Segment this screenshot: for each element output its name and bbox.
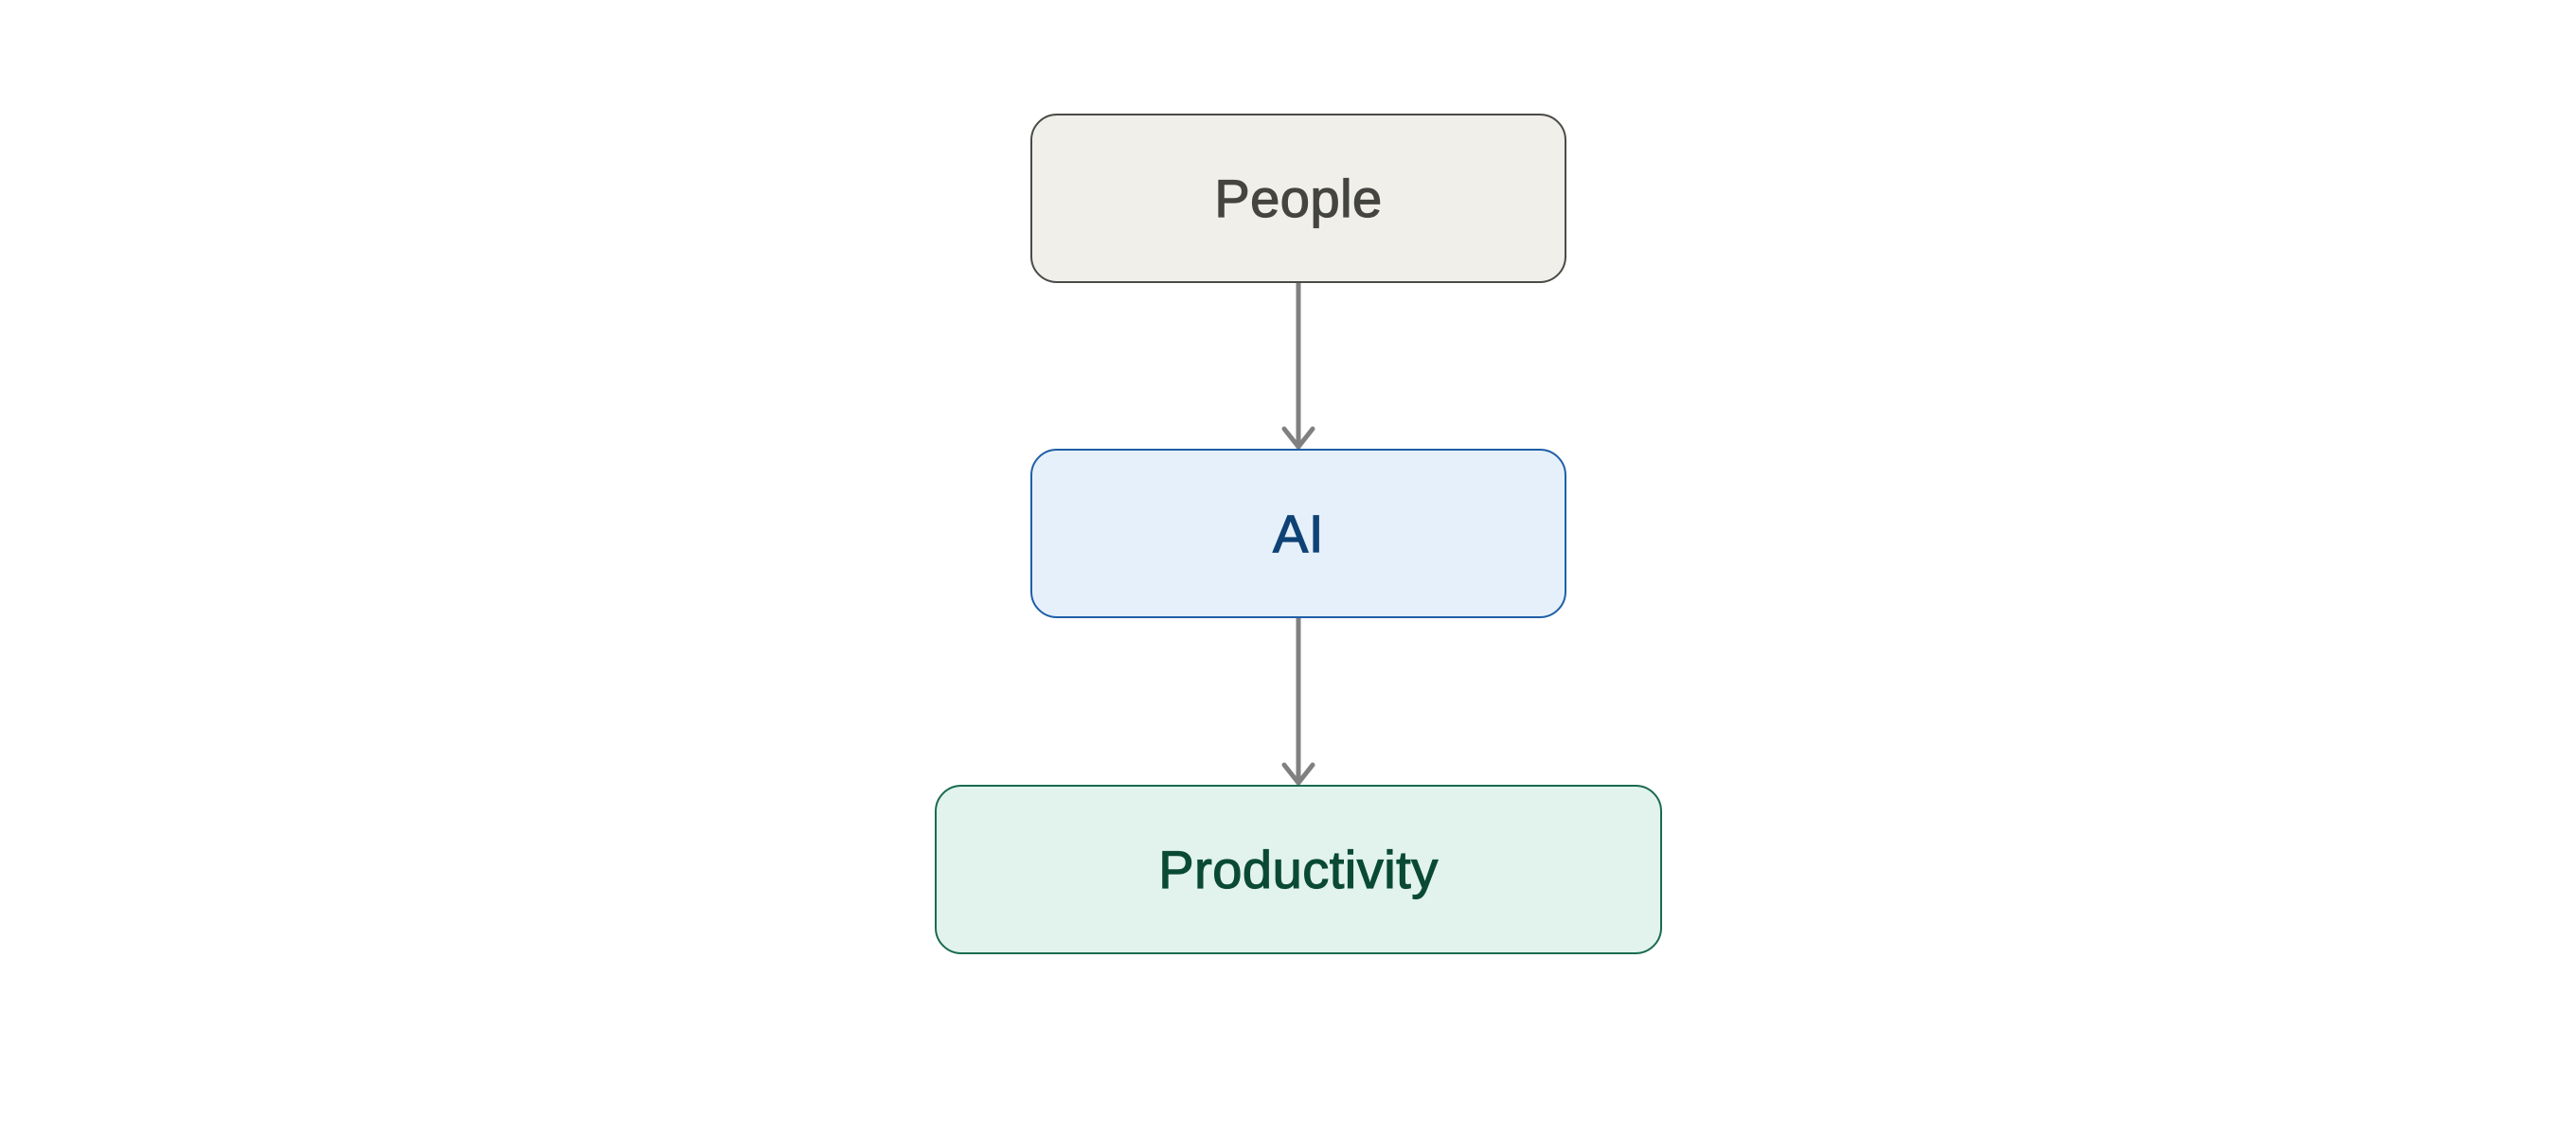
edge-people-to-ai — [1281, 280, 1315, 450]
edge-ai-to-productivity — [1281, 615, 1315, 786]
node-productivity: Productivity — [935, 785, 1662, 954]
arrowhead-productivity — [1281, 762, 1315, 786]
node-people-label: People — [1214, 168, 1383, 228]
node-ai-label: AI — [1272, 503, 1324, 563]
node-ai: AI — [1030, 449, 1566, 618]
arrowhead-ai — [1281, 426, 1315, 450]
node-people: People — [1030, 114, 1566, 283]
node-productivity-label: Productivity — [1158, 839, 1439, 899]
